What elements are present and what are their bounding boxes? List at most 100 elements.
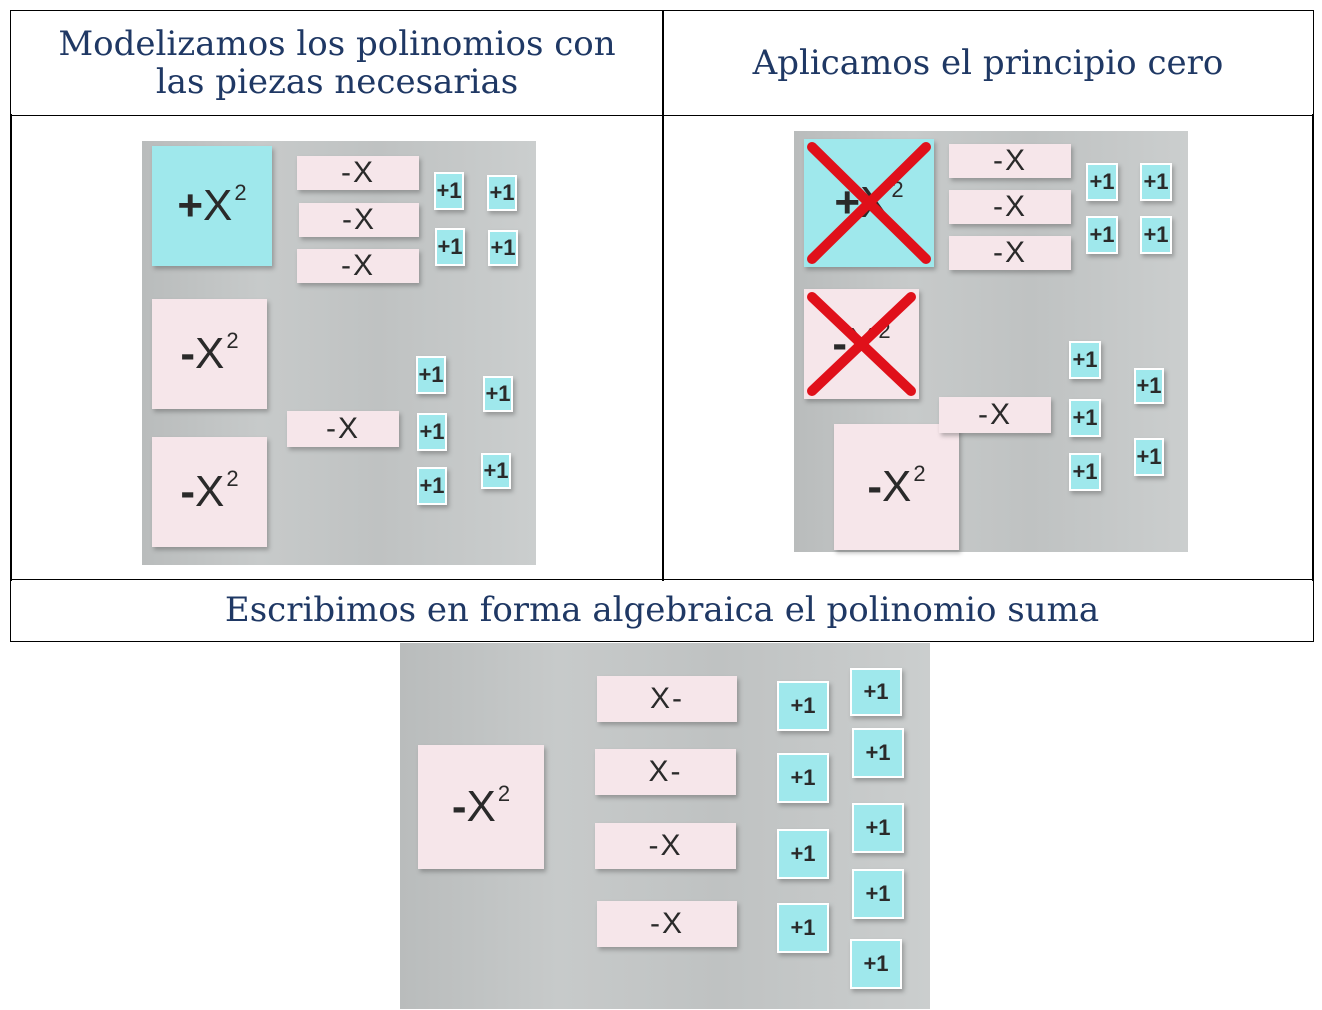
tile-label: X- [650,682,684,715]
header-algebraic-sum: Escribimos en forma algebraica el polino… [10,579,1314,642]
tile-sign: - [832,319,848,368]
unit-tile: +1 [852,869,904,919]
tile-variable: X [195,329,225,378]
unit-tile: +1 [483,376,513,412]
image-row-right-border [1312,114,1314,581]
unit-tile: +1 [1069,453,1101,491]
x-tile: -X [949,190,1071,224]
unit-tile: +1 [777,753,829,803]
tile-variable: X [847,319,877,368]
tile-label: +1 [863,679,889,704]
unit-tile: +1 [1086,216,1118,254]
tile-label: +1 [1072,347,1098,372]
x-tile: -X [949,236,1071,270]
tile-label: +1 [485,381,511,406]
image-row-left-border [10,114,12,581]
unit-tile: +1 [850,668,902,716]
unit-tile: +1 [1069,399,1101,437]
tile-sign: + [177,181,204,230]
tile-exponent: 2 [913,460,926,486]
x-tile: -X [297,156,419,190]
tile-label: -X [342,203,376,236]
tile-sign: - [180,467,196,516]
tile-label: +1 [863,951,889,976]
tile-exponent: 2 [226,465,239,491]
tile-label: +1 [790,693,816,718]
tile-label: +1 [865,815,891,840]
tile-label: +1 [1136,373,1162,398]
unit-tile: +1 [1134,438,1164,476]
tile-label: +1 [437,234,463,259]
unit-tile: +1 [417,467,447,505]
tile-label: +1 [790,841,816,866]
tile-label: +1 [436,178,462,203]
tile-label: +1 [1136,444,1162,469]
tile-label: +1 [1143,169,1169,194]
tile-label: +1 [790,915,816,940]
tile-exponent: 2 [891,176,904,202]
tile-exponent: 2 [226,327,239,353]
tile-label: +1 [489,180,515,205]
x-tile: X- [597,676,737,722]
tile-label: X- [648,755,683,788]
x-tile: -X [595,823,736,869]
unit-tile: +1 [850,939,902,989]
unit-tile: +1 [481,453,511,489]
tile-label: -X [341,249,375,282]
tile-exponent: 2 [234,179,247,205]
header-model-polynomials-text: Modelizamos los polinomios con las pieza… [58,23,616,102]
tile-sign: - [180,329,196,378]
unit-tile: +1 [1086,163,1118,201]
unit-tile: +1 [417,413,447,451]
unit-tile: +1 [777,903,829,953]
tile-variable: X [195,467,225,516]
tile-label: -X [648,829,683,862]
tile-exponent: 2 [497,780,511,806]
tile-label: +1 [865,881,891,906]
tile-label: -X [993,236,1027,269]
unit-tile: +1 [487,175,517,211]
unit-tile: +1 [434,172,464,210]
tile-label: +1 [1089,222,1115,247]
unit-tile: +1 [416,356,446,394]
tile-label: +1 [483,458,509,483]
tile-label: +1 [1089,169,1115,194]
unit-tile: +1 [435,228,465,266]
unit-tile: +1 [777,681,829,731]
x-tile: -X [297,249,419,283]
tile-sign: + [834,178,861,227]
tile-label: +1 [1072,459,1098,484]
tile-label: +1 [418,362,444,387]
unit-tile: +1 [1134,368,1164,404]
x-tile: -X [949,144,1071,178]
header-zero-principle: Aplicamos el principio cero [662,10,1314,116]
header-algebraic-sum-text: Escribimos en forma algebraica el polino… [224,590,1100,631]
tile-variable: X [882,462,912,511]
unit-tile: +1 [1140,216,1172,254]
x-tile: -X [287,411,399,447]
header-model-polynomials: Modelizamos los polinomios con las pieza… [10,10,664,116]
tile-label: +1 [790,765,816,790]
header-zero-principle-text: Aplicamos el principio cero [752,42,1224,83]
unit-tile: +1 [777,829,829,879]
x-tile: -X [939,397,1051,433]
tile-label: -X [993,190,1027,223]
tile-label: +1 [1143,222,1169,247]
tile-label: +1 [419,419,445,444]
tile-label: -X [978,398,1012,431]
tile-label: +1 [1072,405,1098,430]
tile-variable: X [466,782,496,831]
tile-label: -X [993,144,1027,177]
tile-label: -X [341,156,375,189]
tile-label: -X [650,907,684,940]
unit-tile: +1 [852,803,904,853]
